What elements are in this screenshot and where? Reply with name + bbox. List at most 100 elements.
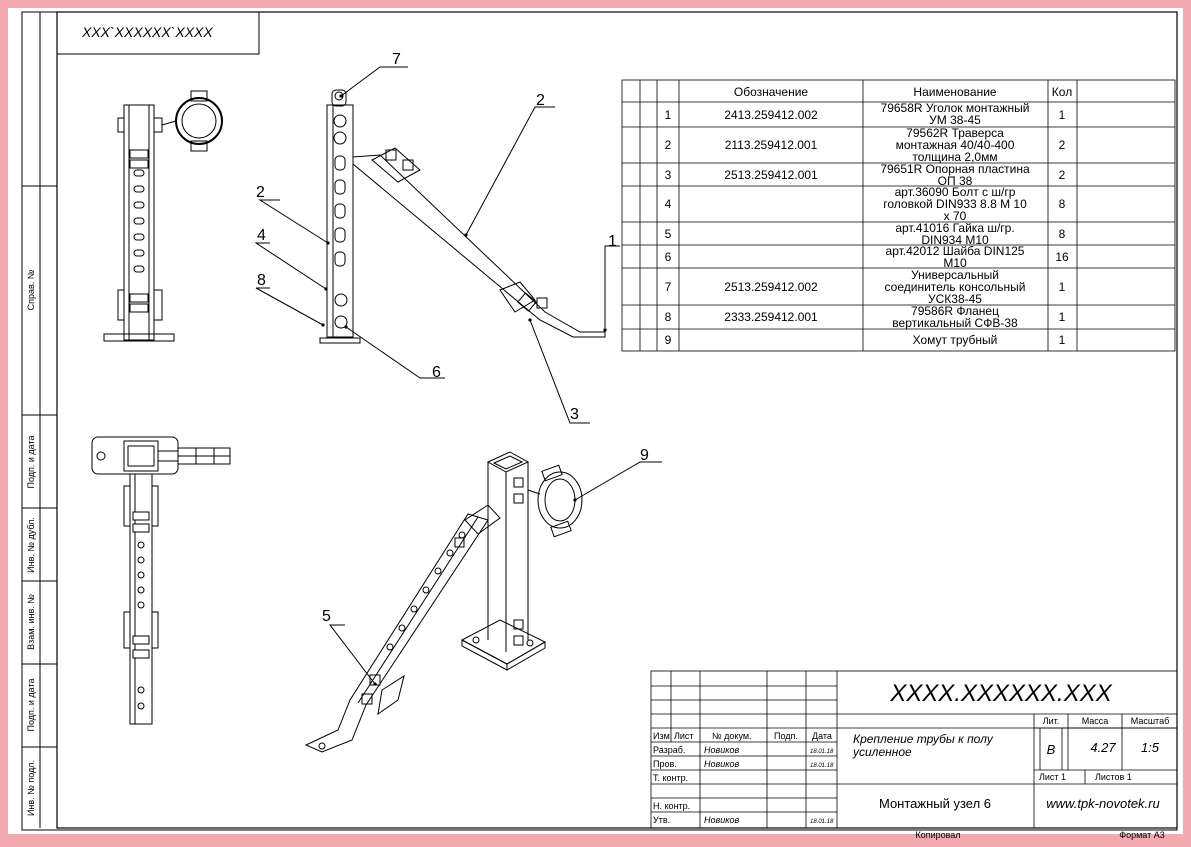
leader-lines — [254, 66, 662, 685]
view-side-elevation — [103, 90, 223, 342]
scale-value: 1:5 — [1141, 740, 1160, 755]
bom-qty: 1 — [1059, 333, 1066, 347]
bom-name-line: М10 — [943, 256, 967, 270]
bom-qty: 8 — [1059, 197, 1066, 211]
top-stamp: XXX`XXXXXX`XXXX — [56, 11, 260, 55]
callout-8: 8 — [257, 272, 266, 289]
bom-pos: 2 — [665, 138, 672, 152]
side-label-podp-data-1: Подп. и дата — [26, 435, 36, 488]
col-data: Дата — [812, 731, 832, 741]
lit-value: В — [1047, 742, 1056, 757]
bom-qty: 1 — [1059, 108, 1066, 122]
title-block-signature-rows: Разраб. Новиков 18.01.18 Пров. Новиков 1… — [653, 745, 834, 825]
bom-name-line: толщина 2,0мм — [912, 150, 997, 164]
bom-name-line: монтажная 40/40-400 — [896, 138, 1015, 152]
bom-qty: 8 — [1059, 227, 1066, 241]
title-block-grid — [650, 670, 1178, 829]
leader-dots — [321, 94, 607, 686]
callout-4: 4 — [257, 227, 266, 244]
date-utv: 18.01.18 — [810, 819, 834, 825]
side-label-spravka: Справ. № — [26, 269, 36, 310]
bom-code: 2333.259412.001 — [724, 310, 818, 324]
bom-name-line: Универсальный — [911, 268, 999, 282]
bom-table — [621, 79, 1176, 352]
col-podp: Подп. — [774, 731, 798, 741]
name-razrab: Новиков — [704, 745, 739, 755]
bom-code: 2113.259412.001 — [725, 138, 818, 152]
bom-name-line: соединитель консольный — [885, 280, 1026, 294]
callout-1: 1 — [608, 233, 617, 250]
callout-2-left: 2 — [256, 184, 265, 201]
view-front-elevation — [319, 89, 606, 344]
callout-7: 7 — [392, 51, 401, 68]
footer-format: Формат А3 — [1119, 830, 1164, 840]
bom-name-line: 79651R Опорная пластина — [880, 162, 1030, 176]
bom-pos: 1 — [665, 108, 672, 122]
bom-row-7: 7 2513.259412.002 Универсальный соединит… — [665, 268, 1066, 306]
doc-title-line-2: усиленное — [852, 745, 912, 759]
side-label-inv-podl: Инв. № подл. — [26, 760, 36, 816]
doc-designation: XXXX.XXXXXX.XXX — [889, 680, 1112, 707]
bom-row-4: 4 арт.36090 Болт с ш/гр головкой DIN933 … — [665, 185, 1066, 223]
role-razrab: Разраб. — [653, 745, 685, 755]
assembly-subtitle: Монтажный узел 6 — [879, 796, 991, 811]
bom-name-line: 79658R Уголок монтажный — [881, 101, 1030, 115]
bom-name-line: х 70 — [944, 209, 967, 223]
view-top — [91, 436, 231, 725]
side-label-vzam-inv: Взам. инв. № — [26, 594, 36, 650]
bom-row-1: 1 2413.259412.002 79658R Уголок монтажны… — [665, 101, 1066, 127]
mass-label: Масса — [1082, 716, 1109, 726]
side-label-inv-dubl: Инв. № дубл. — [26, 517, 36, 573]
bom-code: 2513.259412.002 — [724, 280, 818, 294]
lit-label: Лит. — [1043, 716, 1060, 726]
col-doc-no: № докум. — [712, 731, 752, 741]
role-t-kontr: Т. контр. — [653, 773, 688, 783]
col-izm: Изм. — [653, 731, 672, 741]
doc-title-line-1: Крепление трубы к полу — [853, 732, 994, 746]
bom-pos: 3 — [665, 168, 672, 182]
col-list: Лист — [674, 731, 694, 741]
role-prov: Пров. — [653, 759, 677, 769]
role-utv: Утв. — [653, 815, 670, 825]
bom-name-line: УСК38-45 — [928, 292, 982, 306]
top-stamp-text: XXX`XXXXXX`XXXX — [81, 24, 213, 40]
bom-row-9: 9 Хомут трубный 1 — [665, 333, 1066, 347]
bom-qty: 2 — [1059, 138, 1066, 152]
bom-pos: 9 — [665, 333, 672, 347]
callout-6: 6 — [432, 364, 441, 381]
bom-name-line: арт.36090 Болт с ш/гр — [895, 185, 1016, 199]
bom-name-line: арт.42012 Шайба DIN125 — [886, 244, 1025, 258]
bom-name-line: Хомут трубный — [913, 333, 998, 347]
bom-name-line: DIN934 М10 — [921, 233, 989, 247]
bom-qty: 1 — [1059, 280, 1066, 294]
bom-qty: 2 — [1059, 168, 1066, 182]
bom-code: 2513.259412.001 — [724, 168, 818, 182]
left-margin-strip — [22, 12, 57, 828]
callout-2-top: 2 — [536, 92, 545, 109]
scale-label: Масштаб — [1131, 716, 1170, 726]
view-isometric — [304, 451, 583, 753]
bom-header-name: Наименование — [913, 85, 997, 99]
website: www.tpk-novotek.ru — [1046, 796, 1159, 811]
title-block-col-headers: Изм. Лист № докум. Подп. Дата — [653, 731, 832, 741]
name-prov: Новиков — [704, 759, 739, 769]
callout-5: 5 — [322, 608, 331, 625]
callout-9: 9 — [640, 447, 649, 464]
bom-row-2: 2 2113.259412.001 79562R Траверса монтаж… — [665, 126, 1066, 164]
bom-name-line: УМ 38-45 — [929, 113, 981, 127]
mass-value: 4.27 — [1090, 740, 1116, 755]
date-prov: 18.01.18 — [810, 763, 834, 769]
bom-name-line: арт.41016 Гайка ш/гр. — [895, 221, 1014, 235]
bom-name-line: вертикальный СФВ-38 — [892, 316, 1018, 330]
callout-3: 3 — [570, 406, 579, 423]
sheets-total: Листов 1 — [1095, 772, 1132, 782]
bom-row-8: 8 2333.259412.001 79586R Фланец вертикал… — [665, 304, 1066, 330]
bom-name-line: 79586R Фланец — [911, 304, 999, 318]
bom-qty: 1 — [1059, 310, 1066, 324]
bom-qty: 16 — [1055, 250, 1069, 264]
bom-name-line: ОП 38 — [938, 174, 973, 188]
bom-row-3: 3 2513.259412.001 79651R Опорная пластин… — [665, 162, 1066, 188]
bom-row-6: 6 арт.42012 Шайба DIN125 М10 16 — [665, 244, 1069, 270]
